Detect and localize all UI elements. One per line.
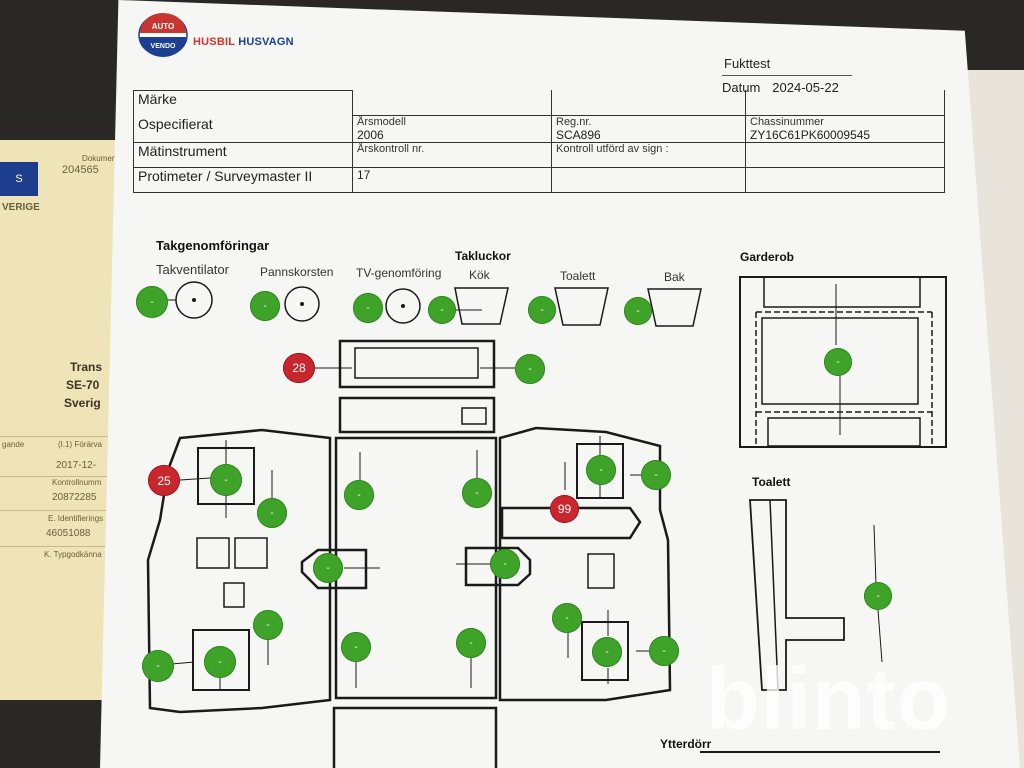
logo-text-top: AUTO (152, 22, 175, 31)
hatch-toilet-label: Toalett (560, 269, 596, 283)
reading-hatch-toilet: - (528, 296, 556, 324)
reading-mid-upper-left: - (344, 480, 374, 510)
reading-red-99: 99 (550, 495, 579, 523)
reading-wardrobe: - (824, 348, 852, 376)
outer-door-heading: Ytterdörr (660, 737, 712, 751)
reading-right-upper-box: - (586, 455, 616, 485)
brand-text: HUSBIL HUSVAGN (193, 36, 294, 48)
reading-right-lower-box: - (592, 637, 622, 667)
pan-label: Pannskorsten (260, 265, 334, 279)
roof-penetrations-heading: Takgenomföringar (156, 238, 270, 253)
reading-vent: - (136, 286, 168, 318)
reading-tv: - (353, 293, 383, 323)
reading-right-upper-outer: - (641, 460, 671, 490)
make-label: Märke (133, 90, 353, 116)
logo-text-bottom: VENDO (151, 43, 176, 50)
reading-left-upper-box: - (210, 464, 242, 496)
reading-left-lower-box: - (204, 646, 236, 678)
doc-field5: K. Typgodkänna (44, 550, 102, 559)
vent-label: Takventilator (156, 262, 229, 277)
reading-toilet: - (864, 582, 892, 610)
reg-value: SCA896 (556, 128, 601, 142)
doc-field2: 2017-12- (56, 460, 97, 471)
doc-line1: Trans (70, 360, 103, 374)
annual-label: Årskontroll nr. (357, 143, 425, 155)
reading-pan: - (250, 291, 280, 321)
make-value: Ospecifierat (133, 115, 353, 143)
doc-field3-val: 20872285 (52, 492, 97, 503)
kitchen-label: Kök (469, 268, 490, 282)
reading-left-lower-outer: - (142, 650, 174, 682)
doc-field1: gande (2, 440, 25, 449)
eu-flag-badge: S (0, 162, 38, 196)
rear-label: Bak (664, 270, 685, 284)
autovendo-logo-icon: AUTO VENDO (138, 13, 188, 57)
doc-field4: E. Identifierings (48, 514, 104, 523)
reading-red-25: 25 (148, 465, 180, 496)
signed-label: Kontroll utförd av sign : (556, 143, 669, 155)
reading-hatch-rear: - (624, 297, 652, 325)
reading-right-lower-left: - (552, 603, 582, 633)
reading-mid-lower-left: - (341, 632, 371, 662)
doc-label: Dokument (82, 154, 119, 163)
sheet-title: Fukttest (724, 56, 771, 71)
reading-left-lower-right: - (253, 610, 283, 640)
doc-line2: SE-70 (66, 378, 100, 392)
tv-label: TV-genomföring (356, 266, 442, 280)
reading-right-door: - (490, 549, 520, 579)
doc-field3: Kontrollnumm (52, 478, 102, 487)
instrument-value: Protimeter / Surveymaster II (133, 167, 353, 193)
reading-top-bar: - (515, 354, 545, 384)
reg-label: Reg.nr. (556, 116, 592, 128)
reading-hatch-kitchen: - (428, 296, 456, 324)
reading-right-lower-outer: - (649, 636, 679, 666)
reading-mid-lower-right: - (456, 628, 486, 658)
model-year-value: 2006 (357, 128, 384, 142)
instrument-label: Mätinstrument (133, 142, 353, 168)
model-year-label: Årsmodell (357, 116, 406, 128)
reading-mid-upper-right: - (462, 478, 492, 508)
wardrobe-heading: Garderob (740, 250, 795, 264)
toilet-heading: Toalett (752, 475, 791, 489)
doc-number: 204565 (62, 164, 99, 176)
country-name: VERIGE (2, 202, 40, 213)
blinto-watermark: blinto (706, 649, 952, 748)
reading-left-upper-right: - (257, 498, 287, 528)
annual-value: 17 (352, 167, 552, 193)
reading-red-28: 28 (283, 353, 315, 383)
hatches-heading: Takluckor (455, 249, 511, 263)
doc-field4-val: 46051088 (46, 528, 91, 539)
chassis-label: Chassinummer (750, 116, 824, 128)
reading-left-door: - (313, 553, 343, 583)
chassis-value: ZY16C61PK60009545 (750, 128, 871, 142)
doc-line3: Sverig (64, 396, 101, 410)
doc-field1-right: (I.1) Förärva (58, 440, 103, 449)
